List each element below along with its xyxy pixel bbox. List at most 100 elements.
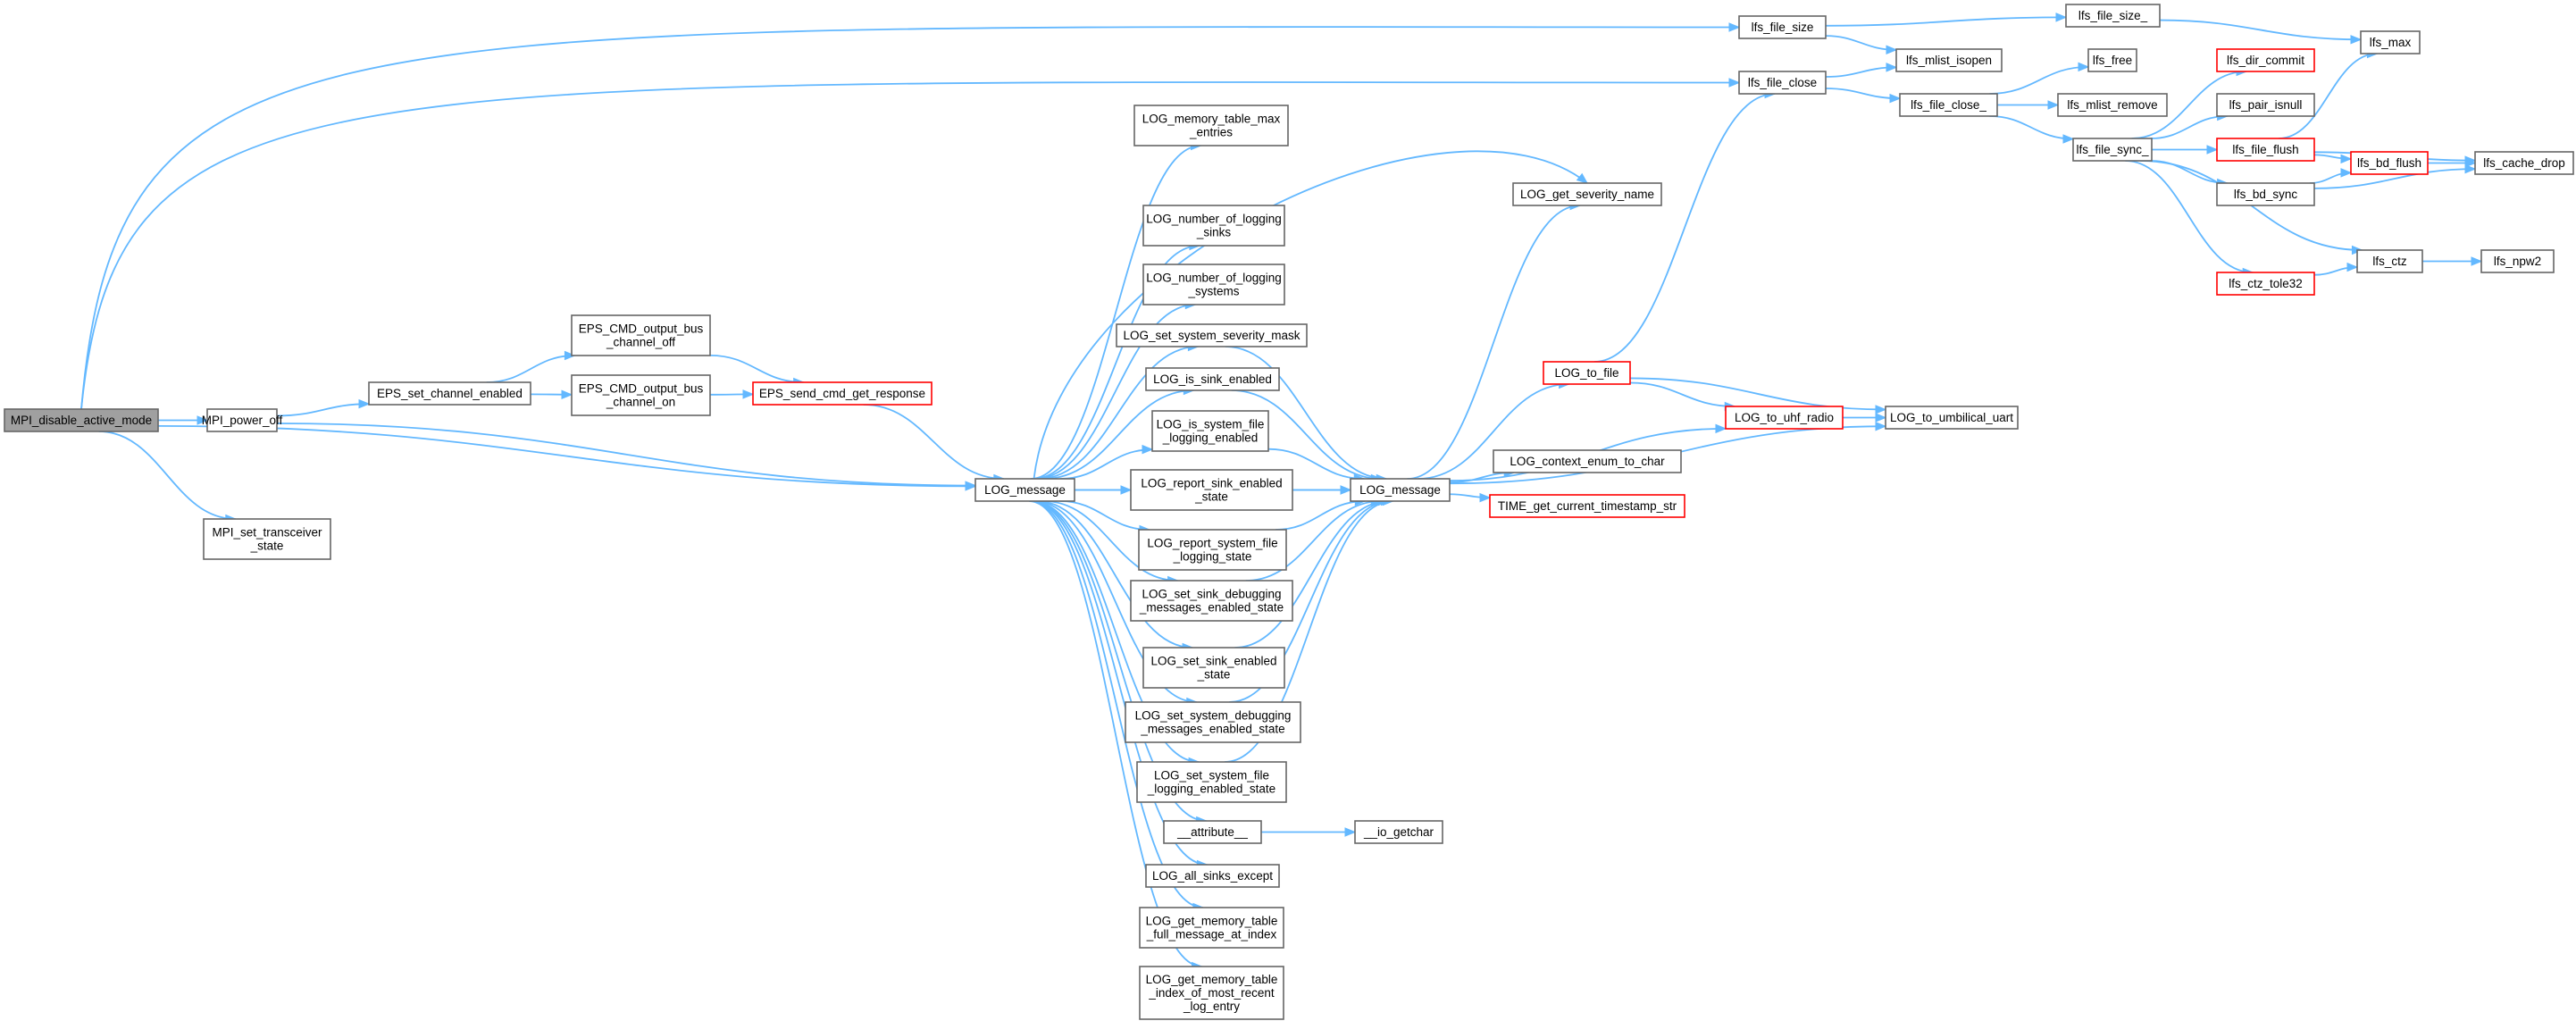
node-label: _messages_enabled_state [1139,601,1284,615]
edge-mpi_disable_active_mode-to-lfs_file_size [80,26,1740,410]
edge-log_is_system_file_logging_enabled-to-log_message_b [1267,448,1365,480]
node-box [2350,151,2429,175]
node-lfs-pair-isnull[interactable]: lfs_pair_isnull [2216,93,2315,117]
node-label: EPS_set_channel_enabled [377,387,523,400]
edge-lfs_file_size-to-lfs_file_size_ [1825,16,2067,27]
edge-lfs_file_sync_-to-lfs_pair_isnull [2150,115,2228,139]
node-log-number-of-logging-systems[interactable]: LOG_number_of_logging_systems [1142,264,1285,305]
node-io-getchar[interactable]: __io_getchar [1354,820,1443,844]
node-log-report-system-file-logging-state[interactable]: LOG_report_system_file_logging_state [1138,529,1287,571]
edge-lfs_file_close_-to-lfs_free [1989,65,2089,95]
node-log-is-system-file-logging-enabled[interactable]: LOG_is_system_file_logging_enabled [1151,410,1269,452]
node-label: LOG_memory_table_max [1142,113,1281,126]
node-time-get-current-timestamp-str[interactable]: TIME_get_current_timestamp_str [1489,494,1685,518]
edge-log_message_a-to-log_set_system_severity_mask [1038,346,1199,480]
node-lfs-dir-commit[interactable]: lfs_dir_commit [2216,48,2315,72]
node-lfs-file-sync-[interactable]: lfs_file_sync_ [2072,138,2153,162]
node-label: lfs_mlist_remove [2067,98,2157,112]
node-lfs-bd-sync[interactable]: lfs_bd_sync [2216,182,2315,206]
arrowhead-lfs_bd_sync-to-lfs_cache_drop [2464,163,2477,174]
node-label: LOG_report_sink_enabled [1141,477,1282,490]
node-box [1116,323,1308,347]
node-log-to-file[interactable]: LOG_to_file [1543,361,1631,385]
node-log-get-severity-name[interactable]: LOG_get_severity_name [1512,182,1662,206]
node-box [1139,907,1284,949]
node-log-is-sink-enabled[interactable]: LOG_is_sink_enabled [1145,367,1280,391]
node-box [1543,361,1631,385]
node-lfs-ctz-tole32[interactable]: lfs_ctz_tole32 [2216,272,2315,296]
node-box [1489,494,1685,518]
node-label: _messages_enabled_state [1140,723,1284,736]
edge-log_message_a-to-log_set_sink_debugging_messages_enabled_state [1043,500,1178,582]
arrowhead-lfs_file_close-to-lfs_mlist_isopen [1886,63,1898,72]
node-lfs-file-flush[interactable]: lfs_file_flush [2216,138,2315,162]
node-box [203,518,331,560]
node-log-to-uhf-radio[interactable]: LOG_to_uhf_radio [1725,406,1844,430]
node-lfs-file-size-[interactable]: lfs_file_size_ [2065,4,2161,28]
node-log-get-memory-table-full-message-at-index[interactable]: LOG_get_memory_table_full_message_at_ind… [1139,907,1284,949]
node-label: _sinks [1196,226,1232,239]
node-label: lfs_file_sync_ [2076,143,2149,156]
node-log-report-sink-enabled-state[interactable]: LOG_report_sink_enabled_state [1130,469,1293,511]
node-log-memory-table-max-entries[interactable]: LOG_memory_table_max_entries [1133,105,1289,146]
node-lfs-ctz[interactable]: lfs_ctz [2356,249,2423,273]
node-log-all-sinks-except[interactable]: LOG_all_sinks_except [1145,864,1280,888]
node-box [1138,529,1287,571]
node-label: _logging_enabled_state [1147,782,1275,796]
arrowhead-log_message_b-to-log_to_uhf_radio [1715,423,1727,434]
node-log-set-sink-debugging-messages-enabled-state[interactable]: LOG_set_sink_debugging_messages_enabled_… [1130,580,1293,622]
node-lfs-free[interactable]: lfs_free [2087,48,2137,72]
edge-log_message_a-to-log_is_sink_enabled [1043,389,1194,480]
edge-log_message_a-to-log_set_system_file_logging_enabled_state [1032,500,1200,763]
node-lfs-file-close[interactable]: lfs_file_close [1738,71,1827,95]
node-lfs-npw2[interactable]: lfs_npw2 [2480,249,2555,273]
node-label: __io_getchar [1363,825,1434,839]
node-lfs-bd-flush[interactable]: lfs_bd_flush [2350,151,2429,175]
node-mpi-power-off[interactable]: MPI_power_off [202,408,283,432]
node-lfs-file-size[interactable]: lfs_file_size [1738,15,1827,39]
node-lfs-file-close-[interactable]: lfs_file_close_ [1899,93,1998,117]
node-box [1145,864,1280,888]
node-box [1142,264,1285,305]
node-eps-cmd-output-bus-channel-off[interactable]: EPS_CMD_output_bus_channel_off [571,314,711,356]
edge-log_message_a-to-log_report_system_file_logging_state [1059,500,1150,531]
node-eps-set-channel-enabled[interactable]: EPS_set_channel_enabled [368,381,531,406]
node-attribute[interactable]: __attribute__ [1163,820,1262,844]
node-eps-send-cmd-get-response[interactable]: EPS_send_cmd_get_response [752,381,933,406]
node-box [974,478,1075,502]
node-lfs-mlist-isopen[interactable]: lfs_mlist_isopen [1895,48,2003,72]
edge-eps_send_cmd_get_response-to-log_message_a [863,404,1004,480]
node-log-message-a[interactable]: LOG_message [974,478,1075,502]
node-lfs-cache-drop[interactable]: lfs_cache_drop [2474,151,2574,175]
node-log-set-sink-enabled-state[interactable]: LOG_set_sink_enabled_state [1142,647,1285,689]
node-lfs-mlist-remove[interactable]: lfs_mlist_remove [2057,93,2168,117]
node-box [2216,182,2315,206]
node-log-number-of-logging-sinks[interactable]: LOG_number_of_logging_sinks [1142,205,1285,247]
node-label: LOG_set_system_debugging [1135,709,1292,723]
node-log-set-system-debugging-messages-enabled-state[interactable]: LOG_set_system_debugging_messages_enable… [1125,701,1301,743]
node-log-get-memory-table-index-of-most-recent-log-entry[interactable]: LOG_get_memory_table_index_of_most_recen… [1139,966,1284,1020]
arrowhead-lfs_file_size_-to-lfs_max [2350,35,2363,45]
node-label: TIME_get_current_timestamp_str [1498,499,1677,513]
node-log-message-b[interactable]: LOG_message [1350,478,1451,502]
node-label: LOG_set_sink_debugging [1142,588,1281,601]
node-label: LOG_set_sink_enabled [1150,655,1276,668]
node-box [1142,205,1285,247]
node-label: lfs_file_close [1748,76,1817,89]
edge-lfs_file_size_-to-lfs_max [2159,19,2362,41]
node-box [2480,249,2555,273]
node-log-to-umbilical-uart[interactable]: LOG_to_umbilical_uart [1885,406,2019,430]
node-log-set-system-file-logging-enabled-state[interactable]: LOG_set_system_file_logging_enabled_stat… [1136,761,1287,803]
node-eps-cmd-output-bus-channel-on[interactable]: EPS_CMD_output_bus_channel_on [571,374,711,416]
node-lfs-max[interactable]: lfs_max [2360,30,2421,54]
node-label: MPI_set_transceiver [212,526,322,540]
node-box [4,408,159,432]
node-log-set-system-severity-mask[interactable]: LOG_set_system_severity_mask [1116,323,1308,347]
node-log-context-enum-to-char[interactable]: LOG_context_enum_to_char [1493,449,1682,473]
arrowhead-lfs_bd_flush-to-lfs_cache_drop [2464,158,2477,168]
node-mpi-disable-active-mode[interactable]: MPI_disable_active_mode [4,408,159,432]
edge-lfs_file_close-to-lfs_file_close_ [1825,88,1901,100]
edge-log_set_system_file_logging_enabled_state-to-log_message_b [1225,500,1393,763]
node-mpi-set-transceiver-state[interactable]: MPI_set_transceiver_state [203,518,331,560]
